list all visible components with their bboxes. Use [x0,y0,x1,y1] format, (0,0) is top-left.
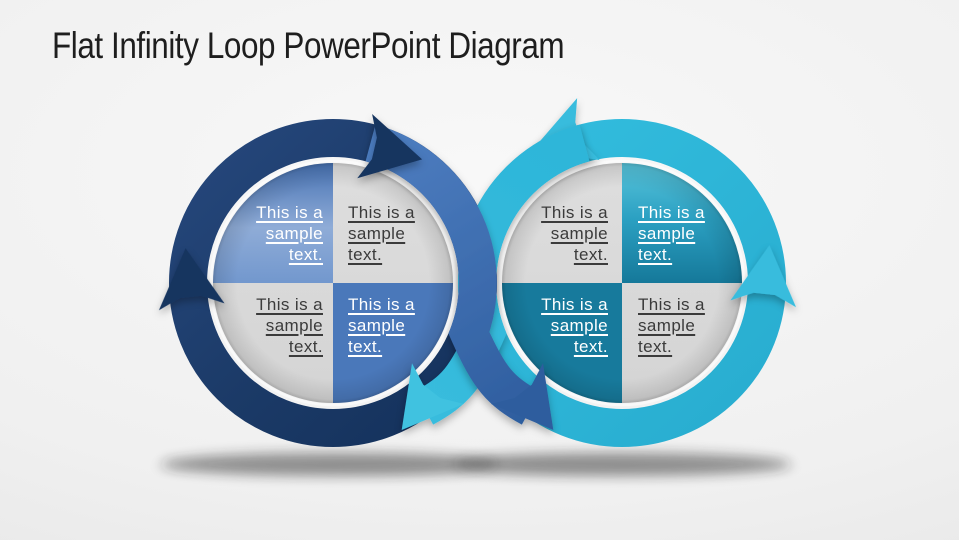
blue-crossover-band [365,124,554,431]
right-bottom-right-label: This is a sample text. [638,295,705,356]
navy-arrowhead-up-icon [158,248,225,311]
left-loop-disc [209,159,457,407]
right-disc-inner-shade [502,163,742,403]
cyan-arrowhead-up-icon [730,245,797,308]
left-disc-rim [209,159,457,407]
left-ring-arrowheads [158,113,423,311]
floor-shadow [156,452,796,476]
left-bottom-right-label: This is a sample text. [348,295,415,356]
cyan-band-arrowhead-icon [401,363,465,431]
blue-band-arrowhead-icon [490,363,554,431]
navy-arrowhead-right-icon [357,113,423,179]
left-disc-inner-shade [213,163,453,403]
right-loop-disc [498,159,746,407]
slide-title: Flat Infinity Loop PowerPoint Diagram [52,25,565,66]
right-top-left-label: This is a sample text. [541,203,608,264]
left-bottom-left-label: This is a sample text. [256,295,323,356]
left-top-right-label: This is a sample text. [348,203,415,264]
left-top-left-label: This is a sample text. [256,203,323,264]
right-bottom-left-label: This is a sample text. [541,295,608,356]
right-top-right-label: This is a sample text. [638,203,705,264]
